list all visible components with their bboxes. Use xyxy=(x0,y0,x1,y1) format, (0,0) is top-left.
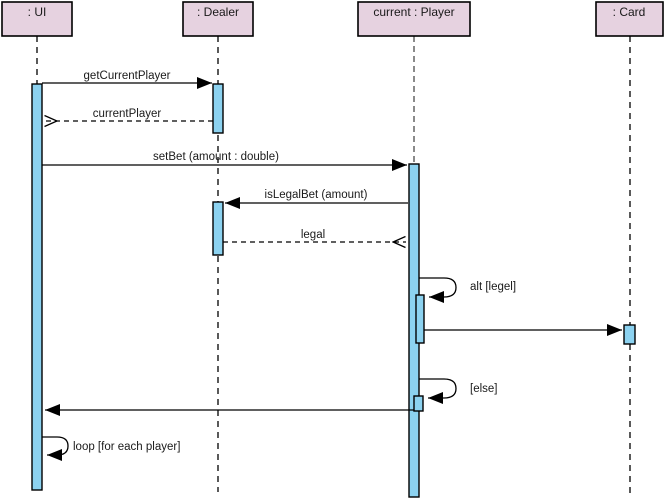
message-setBet[interactable]: setBet (amount : double) xyxy=(42,151,407,171)
message-else-label: [else] xyxy=(470,383,498,395)
message-isLegalBet[interactable]: isLegalBet (amount) xyxy=(225,189,408,209)
activation-dealer-2[interactable] xyxy=(212,201,224,256)
lifeline-header-dealer[interactable]: : Dealer xyxy=(182,1,254,37)
activation-player-nested-else[interactable] xyxy=(413,395,424,412)
message-setBet-label: setBet (amount : double) xyxy=(153,151,279,163)
message-loop-self[interactable]: loop [for each player] xyxy=(42,436,180,461)
activation-ui[interactable] xyxy=(31,83,43,491)
activation-dealer-1[interactable] xyxy=(212,83,224,134)
message-isLegalBet-label: isLegalBet (amount) xyxy=(265,189,368,201)
lifeline-header-dealer-label: : Dealer xyxy=(197,5,239,19)
lifeline-header-card[interactable]: : Card xyxy=(595,1,664,37)
lifeline-header-ui[interactable]: : UI xyxy=(1,1,73,37)
message-currentPlayer-label: currentPlayer xyxy=(93,108,162,120)
message-currentPlayer-return[interactable]: currentPlayer xyxy=(44,108,213,121)
message-legal-return[interactable]: legal xyxy=(223,229,406,242)
activation-player-nested-alt[interactable] xyxy=(415,294,425,344)
lifeline-header-card-label: : Card xyxy=(613,5,646,19)
lifeline-header-player-label: current : Player xyxy=(373,5,454,19)
message-getCurrentPlayer[interactable]: getCurrentPlayer xyxy=(42,70,212,89)
message-legal-label: legal xyxy=(301,229,325,241)
message-loop-label: loop [for each player] xyxy=(73,441,180,453)
activation-card[interactable] xyxy=(623,324,636,345)
message-alt-self[interactable]: alt [legel] xyxy=(419,277,516,303)
message-else-self[interactable]: [else] xyxy=(419,378,498,404)
message-alt-label: alt [legel] xyxy=(470,281,516,293)
lifeline-header-ui-label: : UI xyxy=(28,5,47,19)
lifeline-header-player[interactable]: current : Player xyxy=(357,1,471,37)
message-getCurrentPlayer-label: getCurrentPlayer xyxy=(84,70,171,82)
